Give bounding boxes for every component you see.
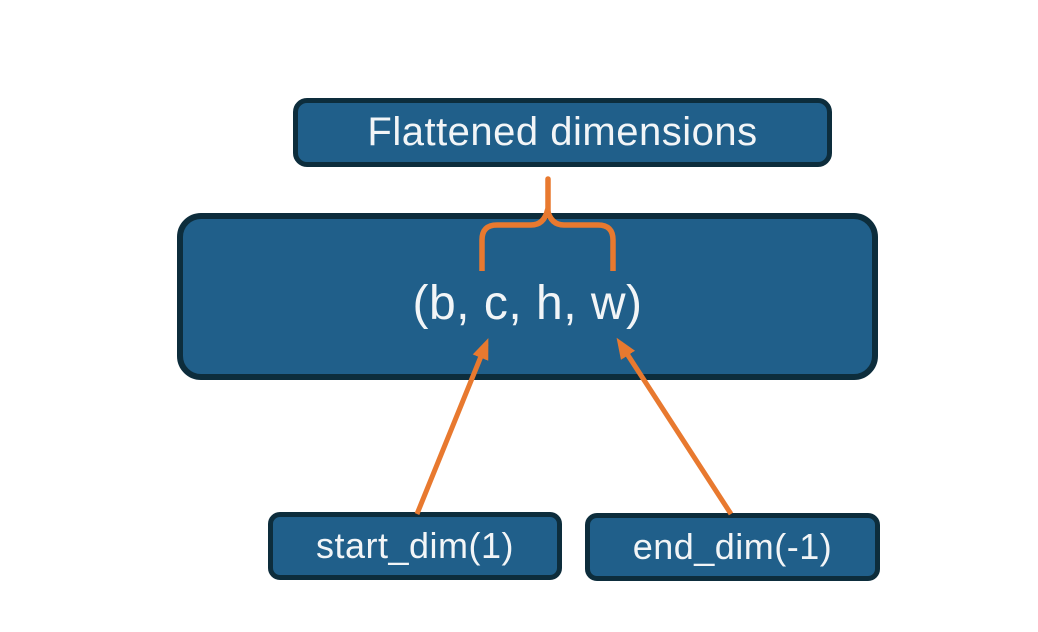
end-dim-label: end_dim(-1) [632, 526, 833, 567]
flattened-dimensions-label: Flattened dimensions [367, 110, 758, 154]
tensor-shape-label: (b, c, h, w) [412, 277, 643, 330]
node-start-dim: start_dim(1) [268, 512, 562, 580]
start-dim-label: start_dim(1) [315, 525, 515, 566]
node-tensor-shape: (b, c, h, w) [177, 213, 878, 380]
node-flattened-dimensions: Flattened dimensions [293, 98, 832, 167]
node-end-dim: end_dim(-1) [585, 513, 880, 581]
